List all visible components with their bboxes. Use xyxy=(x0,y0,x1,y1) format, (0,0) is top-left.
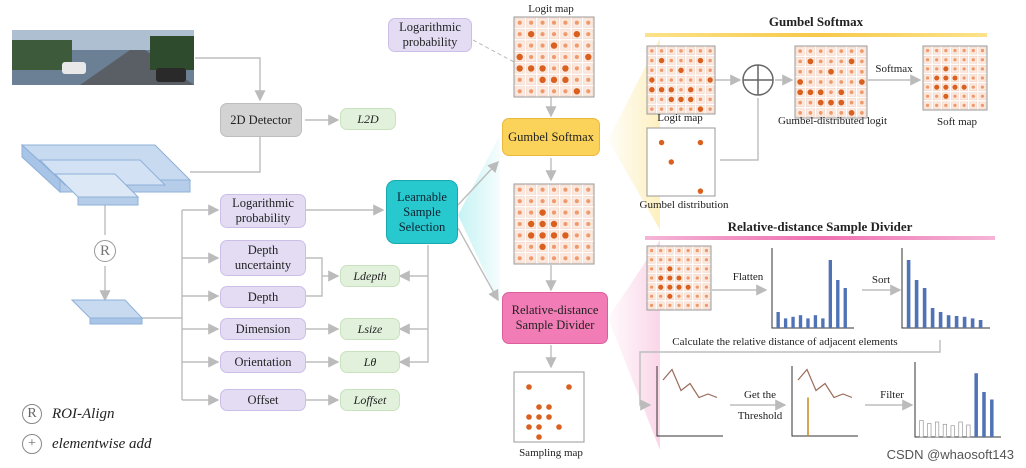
softmax-label: Softmax xyxy=(875,63,913,75)
threshold-label-bottom: Threshold xyxy=(737,410,783,422)
threshold-line-chart xyxy=(791,366,858,437)
backbone-stack xyxy=(20,143,192,325)
threshold-label-top: Get the xyxy=(743,389,777,401)
loss-offset: Loffset xyxy=(340,389,400,411)
relative-distance-divider-box: Relative-distance Sample Divider xyxy=(502,292,608,344)
filter-label: Filter xyxy=(880,389,904,401)
watermark: CSDN @whaosoft143 xyxy=(886,447,1014,462)
roi-align-icon: R xyxy=(94,240,116,262)
head-depth-uncertainty: Depth uncertainty xyxy=(220,240,306,276)
logit-map-label: Logit map xyxy=(528,3,574,15)
sorted-bar-chart xyxy=(901,248,990,329)
relative-distance-caption: Calculate the relative distance of adjac… xyxy=(672,336,898,348)
divider-input-grid xyxy=(646,245,712,311)
sampling-map-grid xyxy=(513,371,585,443)
relative-distance-line-chart xyxy=(656,366,723,437)
soft-map-label: Soft map xyxy=(936,116,978,128)
head-offset: Offset xyxy=(220,389,306,411)
middle-logarithmic-probability: Logarithmic probability xyxy=(388,18,472,52)
soft-map-grid xyxy=(922,45,988,111)
flatten-bar-chart xyxy=(771,248,854,329)
flatten-label: Flatten xyxy=(732,271,764,283)
middle-gumbel-map-grid xyxy=(513,183,595,265)
2d-detector-box: 2D Detector xyxy=(220,103,302,137)
loss-depth: Ldepth xyxy=(340,265,400,287)
filtered-bar-chart xyxy=(914,362,1001,438)
loss-2d: L2D xyxy=(340,108,396,130)
legend-elementwise-add: +elementwise add xyxy=(22,434,152,454)
input-image xyxy=(12,30,194,85)
panel-logit-map-grid xyxy=(646,45,716,115)
gumbel-softmax-box: Gumbel Softmax xyxy=(502,118,600,156)
gumbel-logit-label: Gumbel-distributed logit xyxy=(777,115,888,127)
gumbel-distribution-grid xyxy=(646,127,716,197)
divider-panel-title: Relative-distance Sample Divider xyxy=(727,219,913,234)
gumbel-panel-title: Gumbel Softmax xyxy=(768,14,864,29)
middle-logit-map-grid xyxy=(513,16,595,98)
sort-label: Sort xyxy=(871,274,891,286)
head-depth: Depth xyxy=(220,286,306,308)
learnable-sample-selection-box: Learnable Sample Selection xyxy=(386,180,458,244)
roi-align-legend-icon: R xyxy=(22,404,42,424)
loss-theta: Lθ xyxy=(340,351,400,373)
head-orientation: Orientation xyxy=(220,351,306,373)
head-dimension: Dimension xyxy=(220,318,306,340)
gumbel-distribution-label: Gumbel distribution xyxy=(639,199,729,211)
gumbel-logit-grid xyxy=(794,45,868,119)
sampling-map-label: Sampling map xyxy=(519,447,583,459)
plus-circle-icon: + xyxy=(22,434,42,454)
gumbel-panel-logit-label: Logit map xyxy=(657,112,703,124)
loss-size: Lsize xyxy=(340,318,400,340)
head-logarithmic-probability: Logarithmic probability xyxy=(220,194,306,228)
